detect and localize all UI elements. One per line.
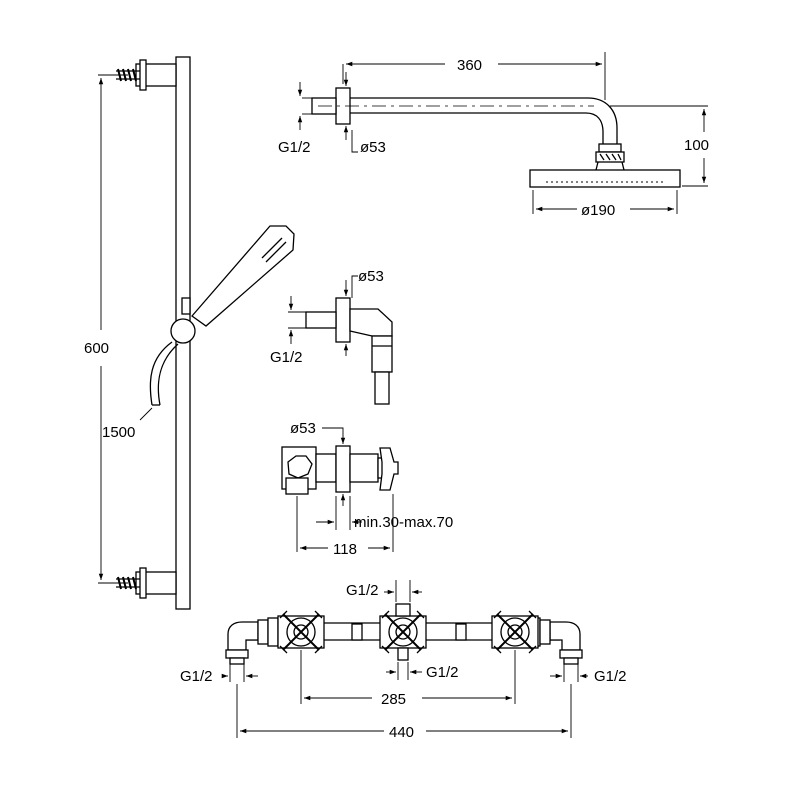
valve-depth-label: 118 (333, 541, 357, 558)
arm-drop-label: 100 (684, 137, 709, 154)
rail-slider (170, 297, 196, 344)
mixer-top-thread-label: G1/2 (346, 582, 379, 599)
valve-rosette (335, 445, 351, 493)
arm-rosette-label: ø53 (360, 139, 386, 156)
arm-length-label: 360 (457, 57, 482, 74)
concealed-valve-assembly: ø53 min.30-max.70 118 (281, 420, 453, 558)
mixer-right-thread-label: G1/2 (594, 668, 627, 685)
hose-length-label: 1500 (102, 424, 135, 441)
outlet-rosette-label: ø53 (358, 268, 384, 285)
mixer-left-handle (277, 610, 325, 654)
mixer-center-thread-label: G1/2 (426, 664, 459, 681)
hand-shower (191, 225, 295, 327)
mixer-center-handle (379, 603, 427, 661)
wall-outlet-assembly: ø53 G1/2 (270, 268, 393, 405)
rail-bottom-bracket (116, 567, 177, 599)
arm-connector (595, 151, 625, 163)
mixer-assembly: G1/2 G1/2 G1/2 G1/2 285 440 (180, 580, 627, 741)
mixer-left-elbow (227, 621, 259, 651)
mixer-total-width-label: 440 (389, 724, 414, 741)
valve-depth-range-label: min.30-max.70 (354, 514, 453, 531)
arm-thread-label: G1/2 (278, 139, 311, 156)
head-diameter-label: ø190 (581, 202, 615, 219)
shower-arm-assembly: 360 100 ø190 G1/2 ø53 (278, 52, 709, 219)
hose-inner (157, 343, 179, 406)
outlet-rosette (335, 297, 351, 343)
slide-rail-assembly: 1500 600 (84, 56, 295, 610)
hose (149, 341, 173, 406)
mixer-handle-spacing-label: 285 (381, 691, 406, 708)
valve-nut (287, 455, 313, 479)
outlet-thread (305, 311, 337, 329)
outlet-hose-nipple (374, 371, 390, 405)
mixer-right-handle (491, 610, 539, 654)
shower-arm (350, 97, 618, 144)
shower-head (529, 169, 681, 188)
rail-height-label: 600 (84, 340, 109, 357)
outlet-thread-label: G1/2 (270, 349, 303, 366)
valve-handle (379, 447, 399, 491)
mixer-right-elbow (549, 621, 581, 651)
outlet-body (371, 335, 393, 373)
outlet-elbow (349, 308, 393, 337)
valve-rosette-label: ø53 (290, 420, 316, 437)
mixer-left-thread-label: G1/2 (180, 668, 213, 685)
hose-leader (139, 407, 153, 421)
